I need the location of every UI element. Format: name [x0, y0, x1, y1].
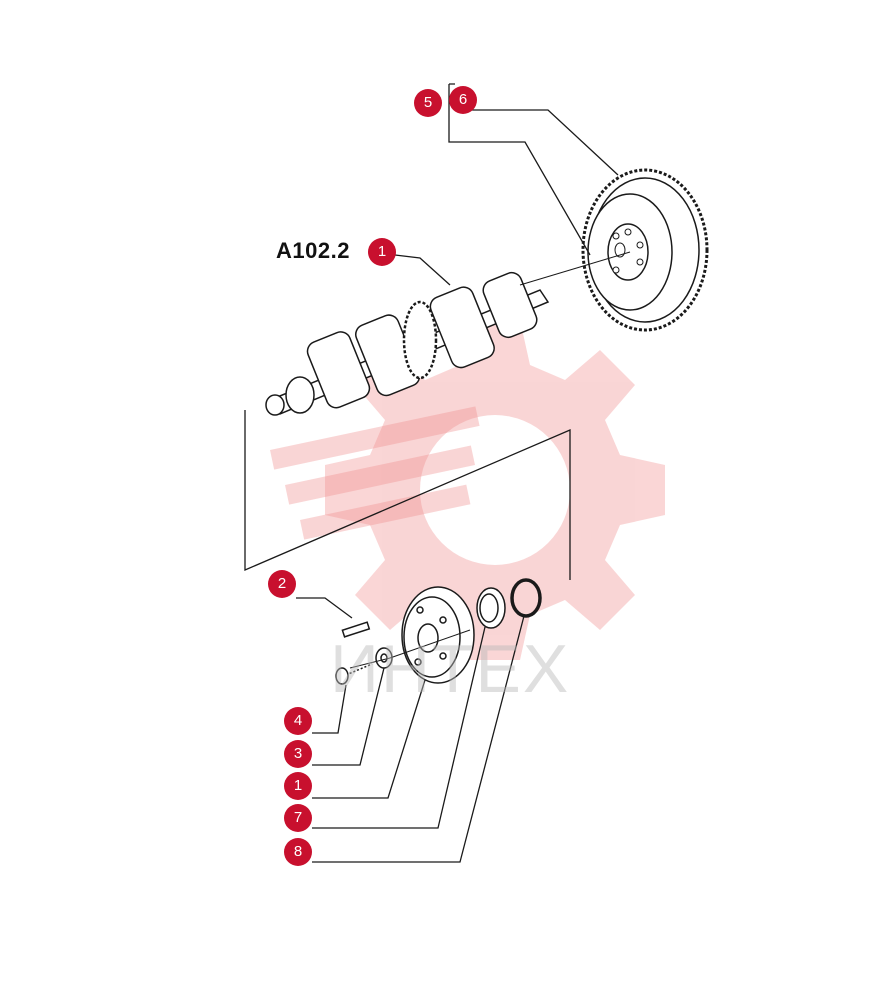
leader-lines — [244, 83, 631, 863]
callout-8[interactable]: 8 — [284, 838, 312, 866]
callout-4[interactable]: 4 — [284, 707, 312, 735]
callout-1-bottom[interactable]: 1 — [284, 772, 312, 800]
callout-3[interactable]: 3 — [284, 740, 312, 768]
watermark-text: ИНТЕХ — [330, 631, 571, 707]
callout-1-top[interactable]: 1 — [368, 238, 396, 266]
seal-ring[interactable] — [476, 587, 506, 629]
key[interactable] — [341, 621, 371, 638]
callout-7[interactable]: 7 — [284, 804, 312, 832]
watermark-stripes — [270, 406, 480, 540]
flywheel[interactable] — [581, 168, 709, 332]
o-ring[interactable] — [510, 578, 542, 618]
reference-label: A102.2 — [276, 238, 350, 263]
pulley[interactable] — [401, 586, 475, 684]
screw[interactable] — [335, 663, 373, 685]
callout-2[interactable]: 2 — [268, 570, 296, 598]
crankshaft[interactable] — [265, 270, 550, 416]
callout-5[interactable]: 5 — [414, 89, 442, 117]
watermark-gear-icon — [325, 320, 665, 660]
callout-6[interactable]: 6 — [449, 86, 477, 114]
